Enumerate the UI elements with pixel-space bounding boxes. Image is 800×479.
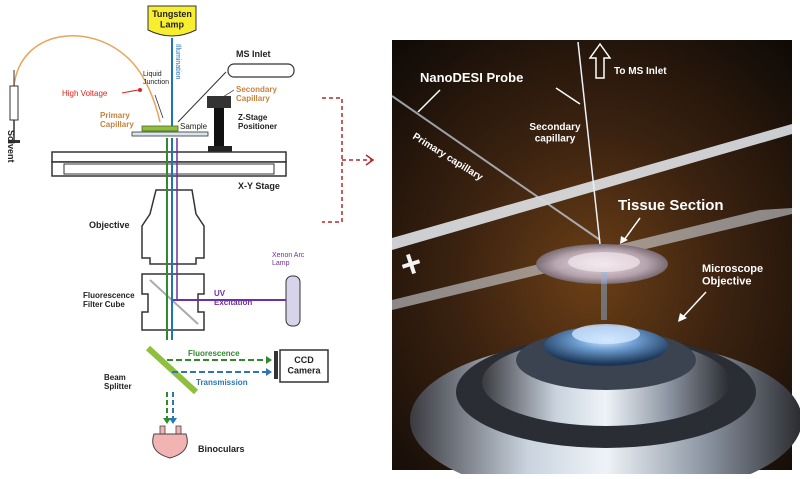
- transmission-arrowhead: [266, 368, 272, 376]
- fluorescence-arrowhead: [266, 356, 272, 364]
- ccd-camera: [274, 349, 329, 383]
- secondary-capillary-line: [177, 71, 227, 123]
- glass-slide: [131, 131, 209, 137]
- ms-inlet-arrow-icon: [588, 42, 612, 79]
- tissue-section-label: Tissue Section: [618, 197, 724, 214]
- binocular-arrowhead-green: [163, 418, 171, 424]
- xy-stage: [51, 151, 287, 177]
- high-voltage-electrode: [138, 88, 142, 92]
- transmission-label: Transmission: [196, 378, 248, 387]
- tissue-section-pointer: [623, 217, 641, 241]
- high-voltage-label: High Voltage: [62, 89, 108, 98]
- secondary-capillary-glass: [577, 41, 601, 245]
- xenon-arc-lamp: [285, 275, 301, 327]
- solvent-syringe: [8, 70, 20, 143]
- binoculars-label: Binoculars: [198, 444, 245, 454]
- sample-label: Sample: [180, 122, 208, 131]
- ms-inlet: MS Inlet: [227, 49, 295, 78]
- liquid-junction-pointer: [154, 94, 164, 119]
- primary-capillary-glass: [391, 95, 601, 241]
- xy-stage-label: X-Y Stage: [238, 181, 280, 191]
- solvent-label: Solvent: [6, 130, 16, 163]
- nanodesi-pointer-1: [417, 89, 441, 113]
- objective-arrowhead: [678, 313, 687, 322]
- tissue-section-arrowhead: [620, 236, 628, 244]
- objective-label: Objective: [89, 220, 130, 230]
- to-ms-inlet-label: To MS Inlet: [614, 66, 667, 77]
- microscope-objective: [410, 324, 800, 479]
- fluorescence-label: Fluorescence: [188, 349, 240, 358]
- tissue-highlight: [568, 252, 640, 272]
- sample: [141, 125, 179, 132]
- slide-edge-upper: [392, 124, 792, 250]
- objective-pointer: [681, 291, 707, 319]
- zoom-bracket: [322, 97, 375, 223]
- binoculars-icon: [152, 425, 188, 459]
- illumination-label: Illumination: [174, 44, 181, 80]
- slide-cross-mark: [401, 253, 421, 275]
- primary-capillary-line: [13, 35, 161, 123]
- nanodesi-pointer-2: [555, 87, 581, 105]
- binocular-arrowhead-blue: [169, 418, 177, 424]
- nanodesi-probe-label: NanoDESI Probe: [420, 70, 523, 85]
- beam-splitter-glass: [145, 345, 199, 395]
- z-stage-positioner: [207, 96, 232, 152]
- high-voltage-pointer: [121, 89, 139, 94]
- photo-panel: NanoDESI Probe To MS Inlet Primary capil…: [391, 40, 800, 479]
- ms-inlet-label: MS Inlet: [236, 49, 271, 59]
